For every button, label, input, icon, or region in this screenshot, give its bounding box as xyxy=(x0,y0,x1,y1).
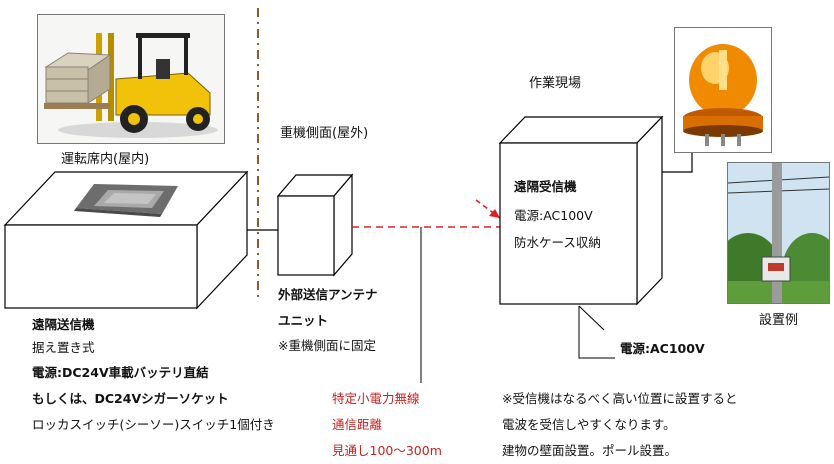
transmitter-type: 据え置き式 xyxy=(32,340,95,355)
transmitter-switch: ロッカスイッチ(シーソー)スイッチ1個付き xyxy=(32,417,275,432)
antenna-name-line2: ユニット xyxy=(278,313,329,328)
receiver-power: 電源:AC100V xyxy=(514,208,593,223)
antenna-unit-box xyxy=(276,173,354,277)
install-note-line3: 建物の壁面設置。ポール設置。 xyxy=(502,443,678,458)
rocker-switch-image xyxy=(74,178,180,218)
install-example-label: 設置例 xyxy=(759,313,799,328)
pole-installation-icon xyxy=(728,163,829,303)
install-note-line1: ※受信機はなるべく高い位置に設置すると xyxy=(502,391,738,406)
beacon-wire xyxy=(662,148,693,173)
radio-range-label: 通信距離 xyxy=(332,417,383,432)
power-leader-diag xyxy=(578,305,605,331)
warning-light-icon xyxy=(675,28,771,152)
transmitter-name: 遠隔送信機 xyxy=(32,317,95,332)
receiver-box xyxy=(498,115,664,306)
radio-arrow-head xyxy=(489,209,500,218)
receiver-name: 遠隔受信機 xyxy=(514,179,577,194)
side-title: 重機側面(屋外) xyxy=(280,126,369,141)
transmitter-power: 電源:DC24V車載バッテリ直結 xyxy=(32,365,209,380)
receiver-case: 防水ケース収納 xyxy=(514,235,601,250)
site-title: 作業現場 xyxy=(529,76,582,91)
radio-arrow-line xyxy=(475,199,501,219)
install-note-line2: 電波を受信しやすくなります。 xyxy=(502,417,676,432)
cab-title: 運転席内(屋内) xyxy=(61,152,150,167)
power-leader-line xyxy=(578,306,615,359)
transmitter-power-alt: もしくは、DC24Vシガーソケット xyxy=(32,391,229,406)
radio-type: 特定小電力無線 xyxy=(332,391,420,406)
antenna-name-line1: 外部送信アンテナ xyxy=(278,287,378,302)
forklift-photo xyxy=(37,14,225,144)
antenna-mount-note: ※重機側面に固定 xyxy=(278,338,376,353)
rocker-switch-icon xyxy=(74,184,178,217)
beacon-photo xyxy=(674,27,772,153)
forklift-icon xyxy=(38,15,224,143)
receiver-power-label: 電源:AC100V xyxy=(620,341,705,356)
installation-photo xyxy=(727,162,830,304)
radio-range-value: 見通し100〜300m xyxy=(332,443,442,458)
